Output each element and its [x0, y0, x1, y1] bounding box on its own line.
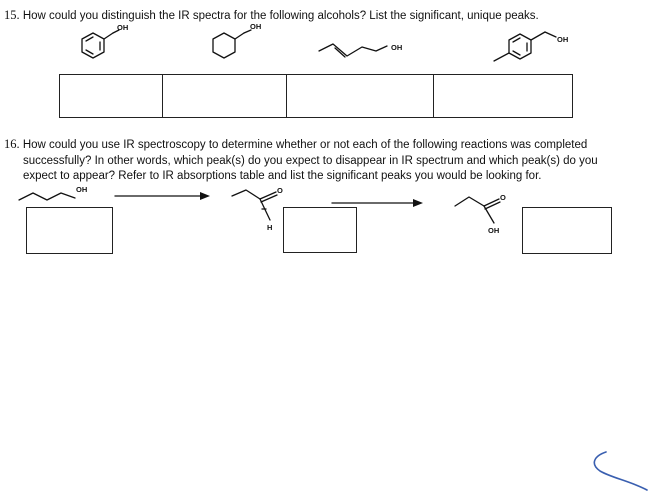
aldehyde-h-label: H	[267, 223, 272, 232]
q16-answer-box-1[interactable]	[26, 207, 113, 254]
question-15-number: 15.	[4, 8, 20, 22]
acid-carbonyl-o-label: O	[500, 193, 506, 202]
aldehyde-o-label: O	[277, 186, 283, 195]
cyclohexylmethanol-structure	[212, 29, 252, 59]
question-16-number: 16.	[4, 137, 20, 151]
question-16-line-2: successfully? In other words, which peak…	[23, 154, 598, 167]
question-16-line-1: How could you use IR spectroscopy to det…	[22, 139, 588, 151]
p-methylbenzyl-alcohol-oh-label: OH	[557, 35, 568, 44]
question-15-text: How could you distinguish the IR spectra…	[22, 10, 539, 22]
p-methylbenzyl-alcohol-structure	[493, 31, 557, 62]
allylic-alcohol-oh-label: OH	[391, 43, 402, 52]
arrow-head-icon	[200, 192, 210, 200]
aldehyde-structure	[231, 189, 278, 221]
arrow-head-icon	[413, 199, 423, 207]
q16-answer-box-3[interactable]	[522, 207, 612, 254]
question-16: 16. How could you use IR spectroscopy to…	[4, 137, 640, 185]
propanol-structure	[18, 192, 76, 201]
cyclohexylmethanol-oh-label: OH	[250, 22, 261, 31]
propanol-oh-label: OH	[76, 185, 87, 194]
q15-answer-box-4[interactable]	[433, 74, 573, 118]
benzyl-alcohol-oh-label: OH	[117, 23, 128, 32]
carboxylic-acid-structure	[454, 196, 501, 224]
allylic-alcohol-structure	[318, 43, 388, 58]
q16-answer-box-2[interactable]	[283, 207, 357, 253]
acid-oh-label: OH	[488, 226, 499, 235]
question-15: 15. How could you distinguish the IR spe…	[4, 8, 539, 25]
question-16-line-3: expect to appear? Refer to IR absorption…	[23, 170, 542, 182]
pen-mark	[593, 451, 648, 491]
benzyl-alcohol-structure	[81, 29, 120, 59]
